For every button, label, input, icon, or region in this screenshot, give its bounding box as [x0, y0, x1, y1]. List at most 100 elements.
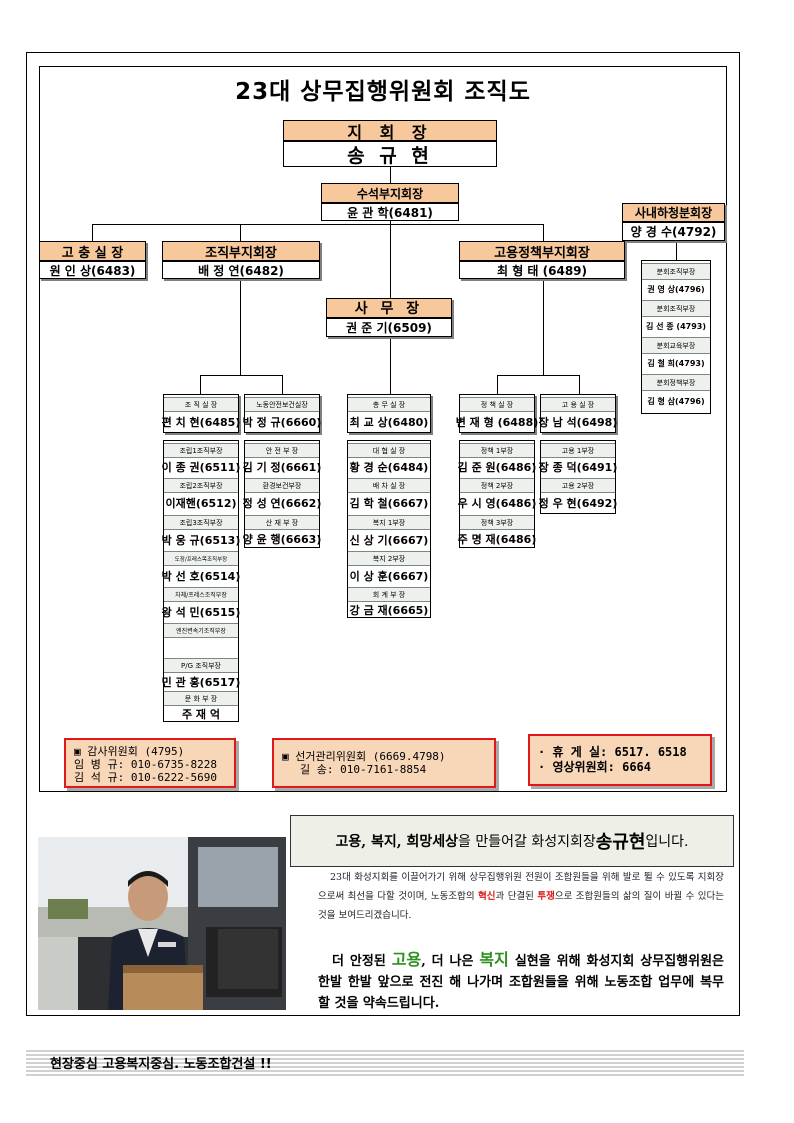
general-row-role: 회 계 부 장 — [348, 587, 430, 602]
member-role: 분회정책부장 — [642, 374, 710, 391]
connector — [240, 224, 241, 242]
p2-text: 더 안정된 — [332, 954, 392, 969]
general-list: 대 협 실 장 황 경 순(6484) 배 차 실 장 김 학 철(6667) … — [347, 440, 431, 618]
org-row-name: 이 종 권(6511) — [162, 458, 240, 476]
connector — [200, 375, 282, 376]
p1-text: 23대 화성지회를 이끌어가기 위해 상무집행위원 전원이 조합원들을 위해 발… — [318, 872, 724, 902]
connector — [543, 278, 544, 375]
connector — [543, 224, 544, 242]
secretary-role: 사 무 장 — [326, 298, 452, 318]
election-line1: ▣ 선거관리위원회 (6669.4798) — [282, 750, 446, 763]
election-committee-box: ▣ 선거관리위원회 (6669.4798) 길 송: 010-7161-8854 — [272, 738, 496, 788]
policy-row-name: 주 명 재(6486) — [458, 530, 536, 547]
org-list: 조립1조직부장 이 종 권(6511) 조립2조직부장 이재핸(6512) 조립… — [162, 440, 240, 722]
general-row-role: 대 협 실 장 — [348, 443, 430, 458]
connector — [200, 375, 201, 394]
org-row-role: 도장/프레스목조직부장 — [164, 551, 238, 566]
p1-highlight-innovation: 혁신 — [478, 891, 496, 902]
member-name: 김 선 종 (4793) — [642, 317, 710, 335]
secretary-name: 권 준 기(6509) — [326, 318, 452, 337]
member-name: 권 영 상(4796) — [642, 280, 710, 298]
footer-bar — [26, 1048, 744, 1076]
org-row-name: 민 관 홍(6517) — [162, 673, 240, 691]
connector — [676, 240, 677, 260]
audit-line1: ▣ 감사위원회 (4795) — [74, 745, 185, 758]
policy-row-name: 우 시 영(6486) — [458, 493, 536, 513]
connector — [497, 375, 579, 376]
org-row-name — [164, 638, 238, 657]
chief-role: 지 회 장 — [283, 120, 497, 142]
member-role: 분회교육부장 — [642, 337, 710, 354]
org-row-name: 박 선 호(6514) — [162, 566, 240, 585]
misc-line1: · 휴 게 실: 6517. 6518 — [538, 745, 687, 759]
org-vice-name: 배 정 연(6482) — [162, 261, 320, 279]
senior-vice-role: 수석부지회장 — [321, 183, 459, 203]
safety-head: 노동안전보건실장 박 정 규(6660) — [243, 394, 321, 433]
subcontract-role: 사내하청분회장 — [622, 203, 725, 222]
connector — [579, 375, 580, 394]
safety-row-role: 안 전 부 장 — [245, 443, 319, 458]
org-row-role: P/G 조직부장 — [164, 658, 238, 673]
general-head: 총 무 실 장 최 교 상(6480) — [347, 394, 431, 433]
connector — [240, 278, 241, 375]
safety-head-role: 노동안전보건실장 — [245, 397, 319, 412]
subcontract-members: 분회조직부장 권 영 상(4796) 분회조직부장 김 선 종 (4793) 분… — [641, 260, 711, 414]
grievance-name: 원 인 상(6483) — [39, 261, 146, 279]
employment-row-role: 고용 2부장 — [541, 478, 615, 493]
pledge-paragraph-1: 23대 화성지회를 이끌어가기 위해 상무집행위원 전원이 조합원들을 위해 발… — [318, 868, 724, 925]
connector — [497, 375, 498, 394]
audit-line3: 김 석 규: 010-6222-5690 — [74, 771, 217, 784]
connector — [282, 375, 283, 394]
safety-row-name: 김 기 정(6661) — [243, 458, 321, 476]
general-row-name: 강 금 재(6665) — [348, 602, 430, 617]
p1-text: 으로 조합원들의 삶의 질이 바뀔 수 있다는 것을 보여드리겠습니다. — [318, 891, 725, 921]
org-row-role: 조립2조직부장 — [164, 478, 238, 493]
election-line2: 길 송: 010-7161-8854 — [300, 763, 427, 776]
policy-head: 정 책 실 장 변 재 형 (6488) — [456, 394, 538, 433]
policy-row-role: 정책 2부장 — [460, 478, 534, 493]
subcontract-name: 양 경 수(4792) — [622, 222, 725, 241]
org-row-name: 주 재 억 — [164, 706, 238, 721]
p2-text: , 더 나은 — [421, 954, 480, 969]
p2-highlight-welfare: 복지 — [479, 950, 509, 969]
org-row-role: 문 화 부 장 — [164, 691, 238, 706]
org-row-role: 엔진변속기조직부장 — [164, 623, 238, 638]
grievance-role: 고 충 실 장 — [39, 241, 146, 261]
policy-head-role: 정 책 실 장 — [460, 397, 534, 412]
org-head-role: 조 직 실 장 — [164, 397, 238, 412]
employment-head-role: 고 용 실 장 — [541, 397, 615, 412]
audit-committee-box: ▣ 감사위원회 (4795) 임 병 규: 010-6735-8228 김 석 … — [64, 738, 236, 788]
safety-row-role: 산 재 부 장 — [245, 515, 319, 530]
org-row-name: 왕 석 민(6515) — [162, 602, 240, 621]
p2-highlight-employment: 고용 — [391, 950, 422, 969]
connector — [390, 165, 391, 183]
safety-list: 안 전 부 장 김 기 정(6661) 환경보건부장 정 성 연(6662) 산… — [243, 440, 321, 548]
connector — [390, 220, 391, 300]
org-head-name: 편 치 현(6485) — [162, 412, 240, 432]
org-row-role: 조립3조직부장 — [164, 515, 238, 530]
connector — [390, 336, 391, 394]
policy-list: 정책 1부장 김 준 원(6486) 정책 2부장 우 시 영(6486) 정책… — [458, 440, 536, 548]
p1-highlight-struggle: 투쟁 — [537, 891, 555, 902]
member-role: 분회조직부장 — [642, 300, 710, 317]
general-row-name: 김 학 철(6667) — [348, 493, 430, 513]
chairman-photo — [38, 837, 286, 1010]
member-name: 김 철 희(4793) — [642, 354, 710, 372]
safety-row-name: 정 성 연(6662) — [243, 493, 321, 513]
safety-row-role: 환경보건부장 — [245, 478, 319, 493]
policy-vice-name: 최 형 태 (6489) — [459, 261, 625, 279]
audit-line2: 임 병 규: 010-6735-8228 — [74, 758, 217, 771]
page-title: 23대 상무집행위원회 조직도 — [235, 79, 531, 105]
misc-info-box: · 휴 게 실: 6517. 6518 · 영상위원회: 6664 — [528, 734, 712, 786]
employment-head: 고 용 실 장 장 남 석(6498) — [539, 394, 617, 433]
org-head: 조 직 실 장 편 치 현(6485) — [162, 394, 240, 433]
senior-vice-name: 윤 관 학(6481) — [321, 203, 459, 221]
general-row-role: 복지 1부장 — [348, 515, 430, 530]
employment-list: 고용 1부장 장 종 덕(6491) 고용 2부장 정 우 현(6492) — [539, 440, 617, 514]
banner-part1: 고용, 복지, 희망세상 — [335, 834, 459, 850]
org-vice-role: 조직부지회장 — [162, 241, 320, 261]
policy-row-name: 김 준 원(6486) — [458, 458, 536, 476]
p1-text: 과 단결된 — [495, 891, 538, 902]
general-row-name: 신 상 기(6667) — [348, 530, 430, 549]
